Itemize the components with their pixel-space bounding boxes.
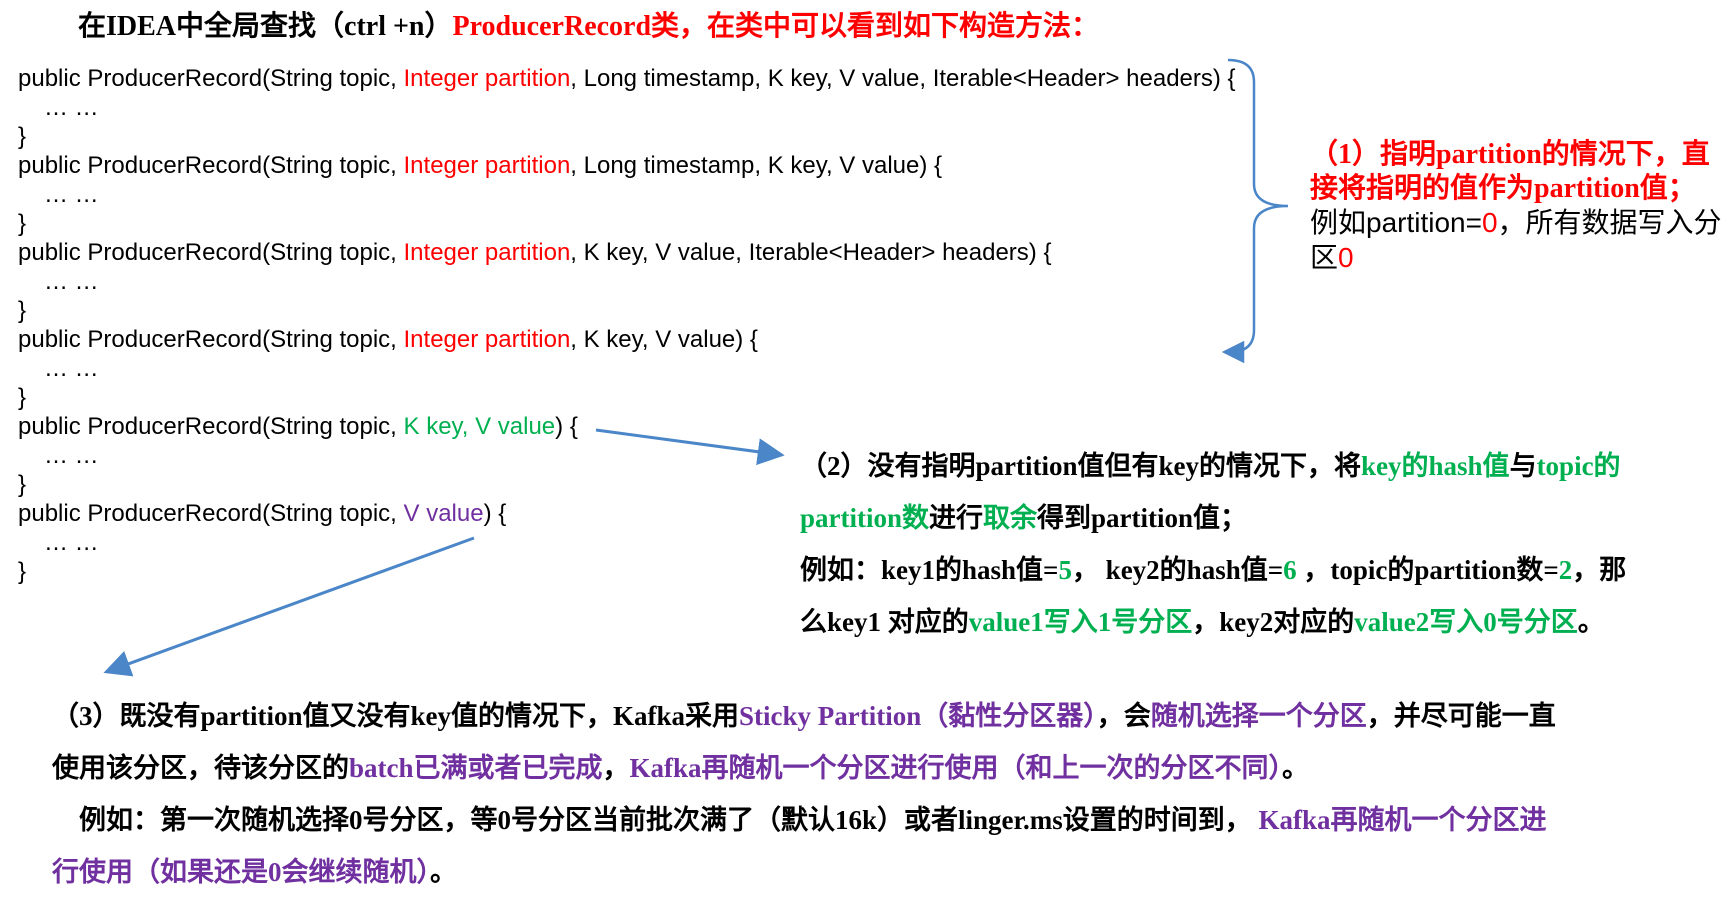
- note2-line-4: 么key1 对应的value1写入1号分区，key2对应的value2写入0号分…: [800, 607, 1605, 637]
- param-partition: Integer partition: [403, 239, 571, 266]
- constructor-1: public ProducerRecord(String topic, Inte…: [18, 65, 1236, 92]
- heading-classname: ProducerRecord类，在类中可以看到如下构造方法：: [452, 11, 1100, 42]
- code-body: … …: [44, 355, 99, 382]
- code-block: public ProducerRecord(String topic, Inte…: [18, 64, 1236, 586]
- param-partition: Integer partition: [403, 65, 571, 92]
- code-body: … …: [44, 94, 99, 121]
- arrow-to-note3-icon: [103, 536, 475, 677]
- code-body: … …: [44, 268, 99, 295]
- code-body: … …: [44, 529, 99, 556]
- constructor-5: public ProducerRecord(String topic, K ke…: [18, 413, 578, 440]
- code-body: … …: [44, 442, 99, 469]
- arrow-to-note2-icon: [595, 428, 785, 466]
- note-partition-specified: （1）指明partition的情况下，直接将指明的值作为partition值； …: [1310, 138, 1729, 276]
- param-value: V value: [403, 500, 484, 527]
- note2-line-2: partition数进行取余得到partition值；: [800, 503, 1248, 533]
- note2-line-1: （2）没有指明partition值但有key的情况下，将key的hash值与to…: [800, 451, 1621, 481]
- heading-prefix: 在IDEA中全局查找（ctrl +n）: [78, 11, 453, 42]
- constructor-2: public ProducerRecord(String topic, Inte…: [18, 152, 943, 179]
- code-close-brace: }: [18, 210, 27, 237]
- curly-brace-icon: [1227, 58, 1289, 354]
- note-sticky-partition: （3）既没有partition值又没有key值的情况下，Kafka采用Stick…: [52, 690, 1712, 898]
- note3-line-2: 使用该分区，待该分区的batch已满或者已完成，Kafka再随机一个分区进行使用…: [52, 753, 1310, 783]
- constructor-4: public ProducerRecord(String topic, Inte…: [18, 326, 758, 353]
- note1-example: 例如partition=0，所有数据写入分区0: [1310, 207, 1722, 273]
- param-key-value: K key, V value: [403, 413, 556, 440]
- code-close-brace: }: [18, 297, 27, 324]
- note-key-hash: （2）没有指明partition值但有key的情况下，将key的hash值与to…: [800, 440, 1715, 648]
- note3-line-4: 行使用（如果还是0会继续随机）。: [52, 857, 457, 887]
- note3-line-1: （3）既没有partition值又没有key值的情况下，Kafka采用Stick…: [52, 701, 1556, 731]
- param-partition: Integer partition: [403, 326, 571, 353]
- code-body: … …: [44, 181, 99, 208]
- constructor-3: public ProducerRecord(String topic, Inte…: [18, 239, 1052, 266]
- code-close-brace: }: [18, 558, 27, 585]
- code-close-brace: }: [18, 384, 27, 411]
- note2-line-3: 例如：key1的hash值=5， key2的hash值=6 ，topic的par…: [800, 555, 1627, 585]
- constructor-6: public ProducerRecord(String topic, V va…: [18, 500, 507, 527]
- code-close-brace: }: [18, 123, 27, 150]
- note1-rule: （1）指明partition的情况下，直接将指明的值作为partition值；: [1310, 139, 1710, 204]
- page-heading: 在IDEA中全局查找（ctrl +n）ProducerRecord类，在类中可以…: [78, 4, 1099, 44]
- note3-line-3: 例如：第一次随机选择0号分区，等0号分区当前批次满了（默认16k）或者linge…: [52, 805, 1547, 835]
- code-close-brace: }: [18, 471, 27, 498]
- param-partition: Integer partition: [403, 152, 571, 179]
